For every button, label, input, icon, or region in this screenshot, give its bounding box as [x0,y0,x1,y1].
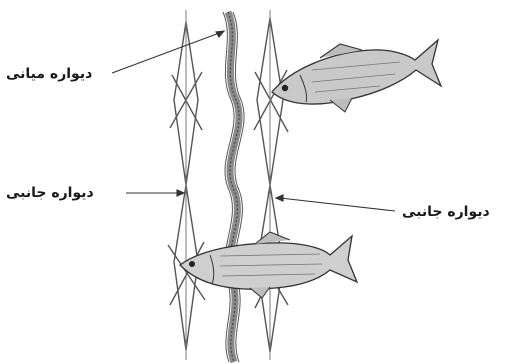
side-wall-label-right: دیواره جانبی [402,205,490,219]
side-wall-label-left: دیواره جانبی [6,186,94,200]
right-side-wall [254,10,288,360]
middle-wall-label: دیواره میانی [6,67,92,81]
lower-fish [180,232,357,298]
upper-fish [272,40,441,112]
middle-wall [223,12,244,362]
left-side-wall [168,10,205,360]
